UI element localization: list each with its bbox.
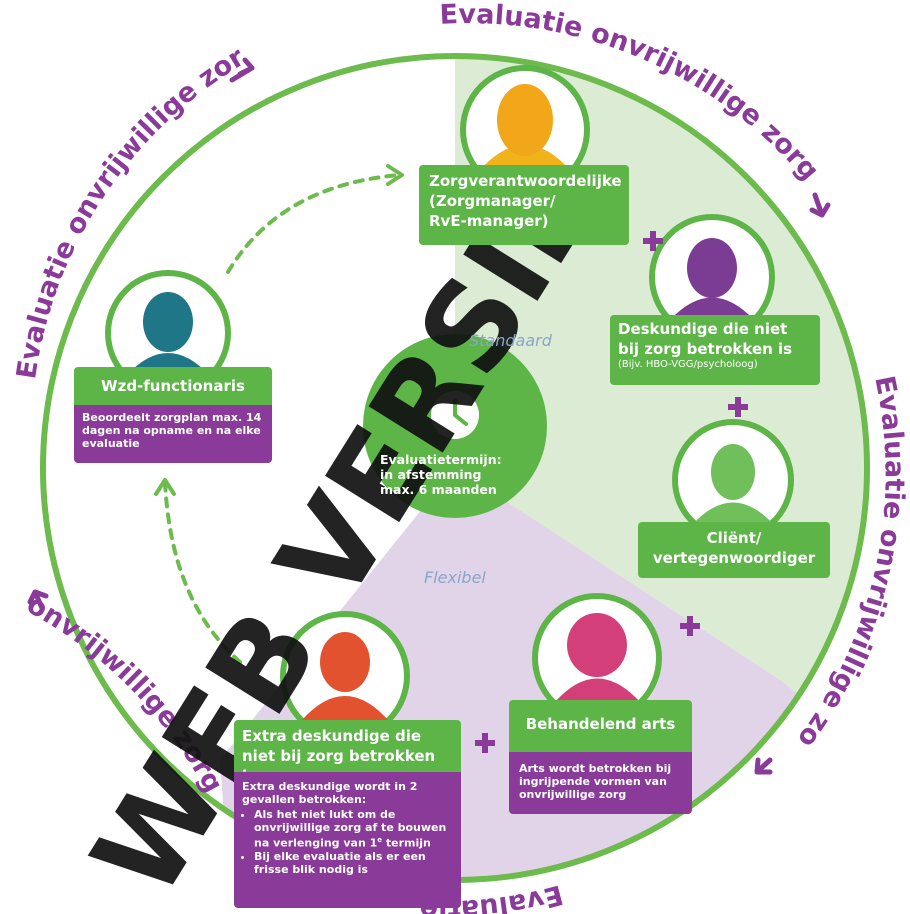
- deskundige-line2: bij zorg betrokken is: [618, 340, 793, 358]
- plus-icon: [728, 397, 748, 417]
- arrow-left-bottom-icon: [27, 589, 49, 611]
- wzd-title: Wzd-functionaris: [74, 367, 272, 405]
- arts-desc: Arts wordt betrokken bij ingrijpende vor…: [509, 752, 692, 814]
- dashed-arrowhead-left-icon: [154, 478, 176, 496]
- arts-title-text: Behandelend arts: [525, 715, 676, 733]
- deskundige-note: (Bijv. HBO-VGG/psycholoog): [618, 359, 758, 370]
- client-label: Cliënt/ vertegenwoordiger: [638, 522, 830, 578]
- avatar-arts: [532, 593, 662, 723]
- center-line2: in afstemming: [380, 467, 482, 482]
- extra-desc-intro: Extra deskundige wordt in 2 gevallen bet…: [242, 780, 418, 806]
- center-line1: Evaluatietermijn:: [380, 452, 502, 467]
- plus-icon: [680, 616, 700, 636]
- arts-title: Behandelend arts: [509, 700, 692, 752]
- wzd-desc-text: Beoordeelt zorgplan max. 14 dagen na opn…: [82, 411, 262, 450]
- extra-line1: Extra deskundige die: [242, 727, 422, 745]
- avatar-client: [672, 419, 794, 541]
- avatar-zorgverantwoordelijke: [460, 65, 590, 195]
- plus-icon: [475, 733, 495, 753]
- zorgverantwoordelijke-line2: (Zorgmanager/: [429, 192, 556, 210]
- deskundige-line1: Deskundige die niet: [618, 320, 788, 338]
- arrow-right-bottom-icon: [754, 757, 773, 775]
- extra-bullets: Als het niet lukt om de onvrijwillige zo…: [242, 808, 453, 876]
- center-line3: max. 6 maanden: [380, 482, 497, 497]
- zone-flexible-label: Flexibel: [424, 568, 486, 587]
- wzd-title-text: Wzd-functionaris: [101, 377, 245, 395]
- extra-desc: Extra deskundige wordt in 2 gevallen bet…: [234, 772, 461, 908]
- arts-desc-text: Arts wordt betrokken bij ingrijpende vor…: [519, 762, 672, 801]
- deskundige-label: Deskundige die niet bij zorg betrokken i…: [610, 315, 820, 385]
- center-text: Evaluatietermijn: in afstemming max. 6 m…: [380, 452, 520, 497]
- dashed-arrow-extra-to-wzd: [163, 478, 242, 664]
- dashed-arrow-wzd-to-zorg: [226, 173, 402, 274]
- client-line2: vertegenwoordiger: [652, 549, 816, 567]
- zorgverantwoordelijke-line3: RvE-manager): [429, 212, 549, 230]
- arrow-top-right-icon: [809, 192, 831, 218]
- client-line1: Cliënt/: [706, 529, 762, 547]
- arrow-top-left-icon: [229, 57, 255, 83]
- extra-bullet-1: Als het niet lukt om de onvrijwillige zo…: [254, 808, 453, 850]
- zorgverantwoordelijke-label: Zorgverantwoordelijke (Zorgmanager/ RvE-…: [419, 165, 629, 245]
- zone-standard-label: Standaard: [469, 331, 552, 350]
- extra-title: Extra deskundige die niet bij zorg betro…: [234, 720, 461, 785]
- dashed-arrowhead-top-icon: [386, 164, 404, 186]
- plus-icon: [643, 231, 663, 251]
- extra-bullet-2: Bij elke evaluatie als er een frisse bli…: [254, 850, 453, 876]
- zorgverantwoordelijke-line1: Zorgverantwoordelijke: [429, 172, 622, 190]
- wzd-desc: Beoordeelt zorgplan max. 14 dagen na opn…: [74, 405, 272, 463]
